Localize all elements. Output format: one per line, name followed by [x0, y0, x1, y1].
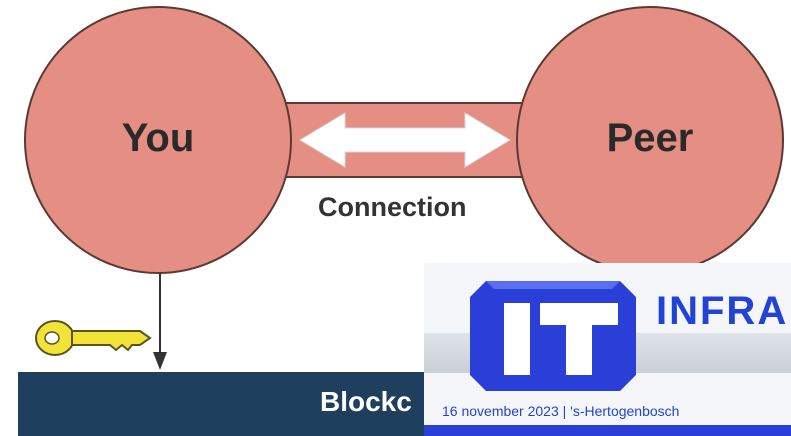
node-you [24, 6, 292, 274]
connection-label: Connection [318, 192, 467, 222]
event-banner: INFRA 16 november 2023 | 's-Hertogenbosc… [424, 263, 791, 436]
blockchain-bar [18, 372, 438, 436]
banner-brand: INFRA [656, 289, 789, 333]
banner-bottom-strip [424, 425, 791, 436]
banner-logo-svg [424, 281, 791, 436]
banner-subtitle: 16 november 2023 | 's-Hertogenbosch [442, 403, 680, 419]
key-icon [35, 320, 152, 356]
it-logo-icon [470, 281, 636, 391]
blockchain-label: Blockc [320, 386, 412, 417]
node-peer-label: Peer [606, 116, 694, 160]
node-you-label: You [121, 116, 195, 160]
down-arrow-icon [153, 273, 167, 370]
double-arrow-icon [299, 112, 511, 168]
